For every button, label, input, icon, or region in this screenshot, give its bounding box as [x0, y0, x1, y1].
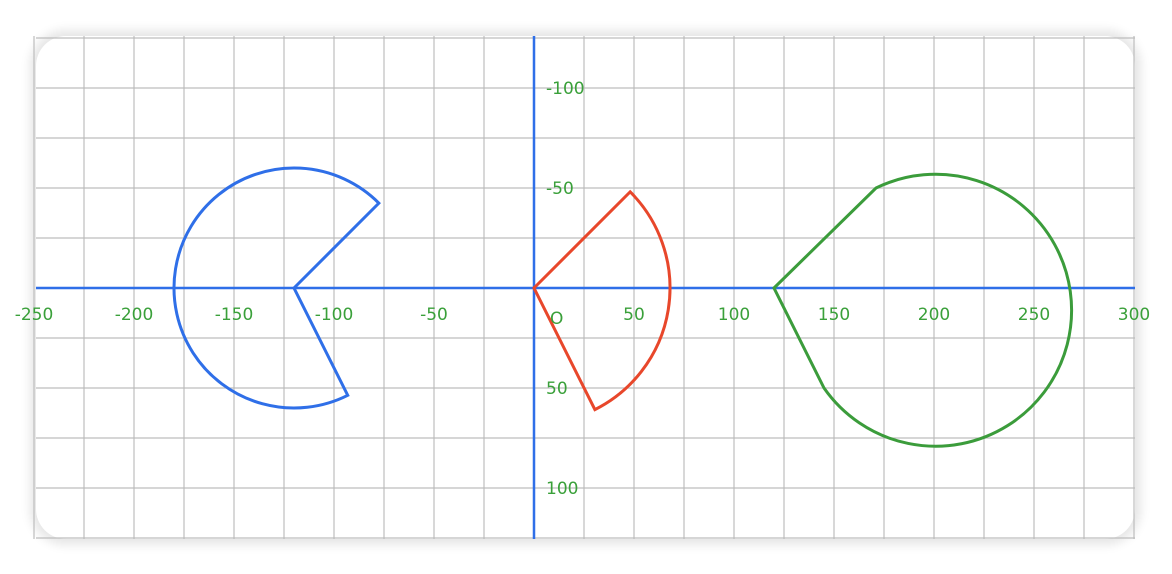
y-tick-label: 100 [546, 479, 578, 499]
x-tick-label: 300 [1118, 305, 1150, 325]
y-tick-label: -100 [546, 79, 585, 99]
y-tick-label: -50 [546, 179, 574, 199]
x-tick-label: 150 [818, 305, 850, 325]
x-tick-label: -250 [15, 305, 54, 325]
shapes [172, 166, 1074, 448]
x-tick-label: 250 [1018, 305, 1050, 325]
x-tick-label: -150 [215, 305, 254, 325]
x-tick-label: 100 [718, 305, 750, 325]
x-tick-label: 50 [623, 305, 645, 325]
x-tick-label: -50 [420, 305, 448, 325]
y-tick-label: 50 [546, 379, 568, 399]
canvas-card: -250 -200 -150 -100 -50 50 100 150 200 250 300 -100… [15, 36, 1150, 539]
tick-labels: -250 -200 -150 -100 -50 50 100 150 200 250 300 -100… [15, 79, 1151, 499]
green-sector [772, 172, 1074, 448]
x-tick-label: -200 [115, 305, 154, 325]
red-sector [532, 189, 672, 412]
axes [36, 36, 1135, 539]
origin-label: O [550, 309, 563, 329]
blue-sector [172, 166, 381, 410]
x-tick-label: 200 [918, 305, 950, 325]
x-tick-label: -100 [315, 305, 354, 325]
coordinate-plot: -250 -200 -150 -100 -50 50 100 150 200 250 300 -100… [15, 36, 1150, 539]
